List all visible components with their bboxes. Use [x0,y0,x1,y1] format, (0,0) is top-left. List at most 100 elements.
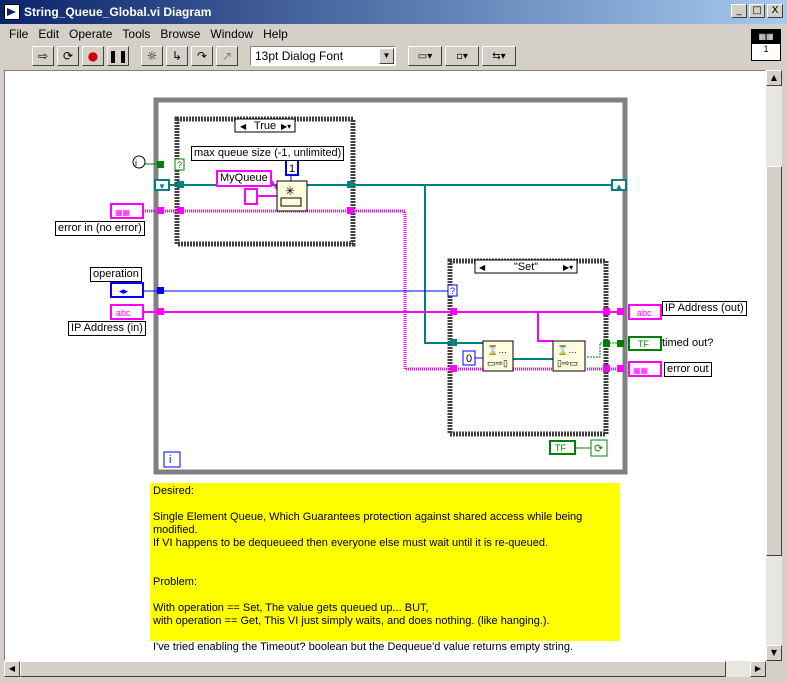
case-selector-terminal[interactable] [447,284,458,297]
case-1-selector[interactable] [234,118,296,133]
vi-icon[interactable]: ▦▦ 1 [751,29,781,61]
reorder-icon: ⇆▾ [492,50,506,62]
lightbulb-icon: ☼ [146,49,158,63]
highlight-execution-button[interactable]: ☼ [141,46,163,66]
up-arrow-icon: ▲ [615,182,623,191]
operation-control[interactable] [110,282,144,298]
scroll-up-button[interactable]: ▲ [766,70,782,86]
tunnel[interactable] [177,181,184,188]
menu-help[interactable]: Help [263,26,288,41]
dequeue-element-node[interactable] [482,340,514,372]
menu-tools[interactable]: Tools [122,26,151,41]
step-over-button[interactable]: ↷ [191,46,213,66]
distribute-objects-button[interactable]: ▫▾ [445,46,479,66]
enqueue-icon: ▯⇨▭ [557,358,578,368]
chevron-down-icon[interactable]: ▼ [379,48,394,64]
font-select[interactable]: 13pt Dialog Font ▼ [250,46,396,66]
run-button[interactable]: ⇨ [32,46,54,66]
iteration-terminal[interactable] [163,451,181,468]
step-over-icon: ↷ [196,49,208,63]
menu-edit[interactable]: Edit [38,26,60,41]
enqueue-element-node[interactable] [552,340,586,372]
queue-name-constant[interactable]: MyQueue [216,170,272,187]
vi-icon-graphic: ▦▦ [752,30,780,44]
run-continuously-button[interactable]: ⟳ [57,46,79,66]
ip-address-wire[interactable] [537,312,553,342]
timed-out-indicator[interactable] [628,336,662,351]
boolean-type-icon: TF [638,339,649,349]
scroll-left-button[interactable]: ◀ [4,661,20,677]
scroll-right-button[interactable]: ▶ [750,661,766,677]
vertical-scroll-thumb[interactable] [766,166,782,556]
horizontal-scroll-thumb[interactable] [20,661,726,677]
tunnel[interactable] [450,308,457,315]
tunnel[interactable] [450,365,457,372]
ip-address-in-control[interactable] [110,304,144,320]
tunnel[interactable] [347,207,354,214]
diagram-comment[interactable]: Desired: Single Element Queue, Which Gua… [150,483,620,653]
abort-button[interactable]: ● [82,46,104,66]
increment-arrow-icon[interactable]: ▶▾ [563,263,573,272]
align-objects-button[interactable]: ▭▾ [408,46,442,66]
first-call-glyph: i [135,158,137,168]
pause-button[interactable]: ❚❚ [107,46,129,66]
tunnel[interactable] [347,181,354,188]
timeout-constant[interactable] [462,350,476,366]
diagram-svg: True ◀ ▶▾ "Set" ◀ ▶▾ [110,97,662,475]
close-button[interactable]: X [767,4,783,18]
menu-file[interactable]: File [9,26,29,41]
vertical-scrollbar[interactable]: ▲ ▼ [766,70,782,661]
queue-slots-icon [280,197,302,207]
loop-condition-terminal[interactable] [590,439,608,457]
tunnel[interactable] [617,308,624,315]
step-out-icon: ↗ [221,49,233,63]
error-in-control[interactable] [110,203,144,219]
error-out-indicator[interactable] [628,361,662,377]
tunnel[interactable] [450,339,457,346]
reorder-button[interactable]: ⇆▾ [482,46,516,66]
shift-register-right[interactable] [611,179,627,191]
menu-browse[interactable]: Browse [160,26,201,41]
tunnel[interactable] [157,308,164,315]
scroll-down-button[interactable]: ▼ [766,645,782,661]
case-1-selector-label: True [254,120,276,132]
decrement-arrow-icon[interactable]: ◀ [479,263,486,272]
menu-operate[interactable]: Operate [69,26,113,41]
tunnel[interactable] [603,340,610,347]
error-wire[interactable] [350,209,483,371]
step-into-button[interactable]: ↳ [166,46,188,66]
tunnel[interactable] [603,365,610,372]
element-string-constant[interactable] [244,188,258,205]
error-cluster-icon: ▦▦ [115,208,130,217]
horizontal-scrollbar[interactable]: ◀ ▶ [4,661,766,677]
while-loop[interactable] [153,97,628,475]
iteration-terminal-label: i [169,454,171,466]
case-selector-terminal[interactable] [174,158,185,171]
maximize-button[interactable]: □ [749,4,765,18]
tunnel[interactable] [157,161,164,168]
run-arrow-icon: ⇨ [37,49,49,63]
minimize-button[interactable]: _ [731,4,747,18]
first-call-icon[interactable] [132,155,146,169]
tunnel[interactable] [157,287,164,294]
menu-window[interactable]: Window [210,26,254,41]
block-diagram-canvas[interactable]: True ◀ ▶▾ "Set" ◀ ▶▾ [4,70,766,661]
enum-icon: ◂▸ [119,286,129,296]
ip-address-out-indicator[interactable] [628,304,662,320]
labview-app-icon[interactable] [4,4,20,20]
tunnel[interactable] [617,340,624,347]
step-into-icon: ↳ [171,49,183,63]
tunnel[interactable] [603,308,610,315]
boolean-type-icon: TF [555,443,566,453]
run-continuously-icon: ⟳ [62,49,74,63]
tunnel[interactable] [617,365,624,372]
tunnel[interactable] [157,207,164,214]
queue-refnum-wire[interactable] [424,185,483,344]
tunnel[interactable] [177,207,184,214]
increment-arrow-icon[interactable]: ▶▾ [281,122,291,131]
decrement-arrow-icon[interactable]: ◀ [240,122,247,131]
case-2-selector[interactable] [474,259,578,274]
max-queue-size-label: max queue size (-1, unlimited) [191,146,345,161]
step-out-button[interactable]: ↗ [216,46,238,66]
shift-register-left[interactable] [154,179,170,191]
